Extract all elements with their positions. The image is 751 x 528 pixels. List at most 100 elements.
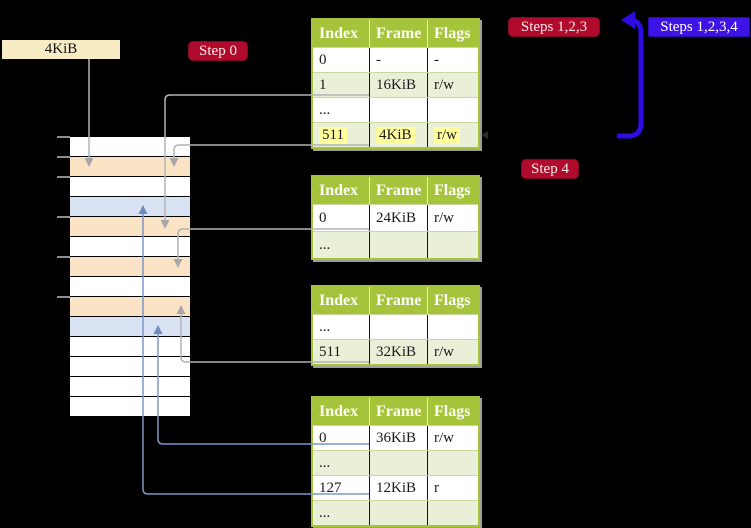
- cell-index: 511: [313, 123, 369, 147]
- cell-index: 0: [319, 209, 327, 226]
- cell-index: ...: [319, 318, 331, 335]
- badge-steps-1234: Steps 1,2,3,4: [648, 17, 750, 37]
- badge-step4: Step 4: [521, 159, 579, 179]
- memory-frame-row-white: [70, 177, 190, 197]
- memory-frame-row-white: [70, 397, 190, 417]
- cell-frame: [369, 451, 427, 475]
- cell-frame: -: [369, 48, 427, 72]
- memory-frame-row-blue: [70, 197, 190, 217]
- cell-flags: r/w: [427, 73, 478, 97]
- header-cell-frame: Frame: [369, 398, 427, 425]
- memory-tick: [57, 136, 70, 138]
- memory-tick: [57, 156, 70, 158]
- cell-index: 127: [319, 479, 342, 496]
- memory-frame-row-white: [70, 337, 190, 357]
- badge-steps-123: Steps 1,2,3: [508, 17, 600, 37]
- highlight-mark: 511: [319, 126, 347, 144]
- badge-step0: Step 0: [188, 41, 248, 61]
- cell-index: ...: [319, 236, 331, 253]
- cell-flags: [427, 232, 478, 258]
- cell-frame: 24KiB: [369, 205, 427, 231]
- cell-flags: r/w: [427, 426, 478, 450]
- page-table-4: Index Frame Flags 0 36KiB r/w ... 127 12…: [311, 396, 480, 527]
- header-cell-index: Index: [319, 291, 359, 309]
- table-header-row: Index Frame Flags: [313, 287, 478, 314]
- table-row: ...: [313, 450, 478, 475]
- header-cell-index: Index: [319, 181, 359, 199]
- table-row: 511 32KiB r/w: [313, 339, 478, 364]
- memory-frame-row-peach: [70, 157, 190, 177]
- cell-index: 511: [319, 343, 341, 360]
- memory-column: [70, 137, 190, 417]
- header-cell-flags: Flags: [427, 287, 478, 314]
- page-table-1: Index Frame Flags 0 - - 1 16KiB r/w ... …: [311, 18, 480, 149]
- table-row: 127 12KiB r: [313, 475, 478, 500]
- memory-tick: [57, 256, 70, 258]
- memory-tick: [57, 176, 70, 178]
- header-cell-index: Index: [319, 402, 359, 420]
- header-cell-frame: Frame: [369, 287, 427, 314]
- highlight-mark: 4KiB: [376, 126, 415, 144]
- memory-frame-row-peach: [70, 297, 190, 317]
- header-cell-frame: Frame: [369, 177, 427, 204]
- highlight-mark: r/w: [434, 126, 460, 144]
- table-row: ...: [313, 231, 478, 258]
- table-row: 0 24KiB r/w: [313, 204, 478, 231]
- table-row: 1 16KiB r/w: [313, 72, 478, 97]
- cell-frame: [369, 98, 427, 122]
- memory-frame-row-peach: [70, 257, 190, 277]
- memory-frame-row-white: [70, 357, 190, 377]
- memory-frame-row-white: [70, 137, 190, 157]
- cell-frame: [369, 232, 427, 258]
- page-table-2: Index Frame Flags 0 24KiB r/w ...: [311, 175, 480, 260]
- table-header-row: Index Frame Flags: [313, 177, 478, 204]
- cell-flags: r: [427, 476, 478, 500]
- page-table-3: Index Frame Flags ... 511 32KiB r/w: [311, 285, 480, 366]
- header-cell-frame: Frame: [369, 20, 427, 47]
- memory-frame-row-blue: [70, 317, 190, 337]
- loop-arrow: [616, 11, 644, 139]
- table-row: ...: [313, 97, 478, 122]
- small-arrowhead-pt1-row511: [481, 131, 488, 139]
- table-row: 0 36KiB r/w: [313, 425, 478, 450]
- memory-frame-row-white: [70, 377, 190, 397]
- cell-flags: r/w: [427, 123, 478, 147]
- memory-tick: [57, 216, 70, 218]
- cell-flags: r/w: [427, 340, 478, 364]
- cell-index: 0: [319, 51, 327, 68]
- table-header-row: Index Frame Flags: [313, 398, 478, 425]
- cell-frame: 4KiB: [369, 123, 427, 147]
- cell-frame: 36KiB: [369, 426, 427, 450]
- cell-flags: r/w: [427, 205, 478, 231]
- cell-index: ...: [319, 504, 331, 521]
- table-row: ...: [313, 500, 478, 525]
- table-header-row: Index Frame Flags: [313, 20, 478, 47]
- cell-frame: [369, 315, 427, 339]
- cell-frame: 12KiB: [369, 476, 427, 500]
- cell-frame: 16KiB: [369, 73, 427, 97]
- memory-tick: [57, 296, 70, 298]
- cell-flags: [427, 98, 478, 122]
- cell-index: 1: [319, 76, 327, 93]
- cell-frame: 32KiB: [369, 340, 427, 364]
- table-row: 0 - -: [313, 47, 478, 72]
- table-row: ...: [313, 314, 478, 339]
- cell-index: 0: [319, 429, 327, 446]
- header-cell-flags: Flags: [427, 398, 478, 425]
- cell-flags: [427, 501, 478, 525]
- table-row-highlighted: 511 4KiB r/w: [313, 122, 478, 147]
- frame-size-label: 4KiB: [2, 40, 120, 59]
- loop-arrowhead: [621, 11, 635, 29]
- memory-frame-row-white: [70, 237, 190, 257]
- cell-flags: [427, 315, 478, 339]
- memory-frame-row-white: [70, 277, 190, 297]
- header-cell-flags: Flags: [427, 177, 478, 204]
- cell-flags: [427, 451, 478, 475]
- cell-frame: [369, 501, 427, 525]
- cell-index: ...: [319, 454, 331, 471]
- header-cell-flags: Flags: [427, 20, 478, 47]
- cell-flags: -: [427, 48, 478, 72]
- memory-frame-row-peach: [70, 217, 190, 237]
- cell-index: ...: [319, 101, 331, 118]
